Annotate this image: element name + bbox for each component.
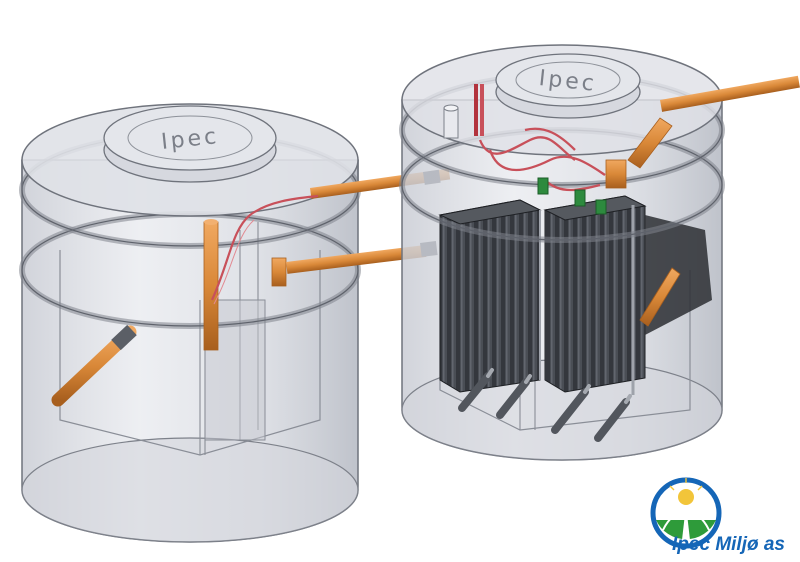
- logo-text: Ipec Miljø as: [672, 534, 785, 555]
- valve-3: [595, 199, 607, 215]
- valve-2: [574, 189, 586, 207]
- left-air-hose: [210, 194, 319, 301]
- valve-1: [537, 177, 549, 195]
- right-air-hoses: [478, 127, 606, 192]
- left-tank: Ipec: [19, 103, 361, 543]
- lower-connection-pipe: [286, 244, 427, 274]
- left-tank-bottom: [21, 437, 359, 543]
- right-tank-pipes: [478, 75, 800, 327]
- left-tank-lid-label: Ipec: [160, 124, 220, 155]
- outlet-pipe: [659, 75, 800, 112]
- left-riser-pipe: [203, 221, 219, 351]
- outlet-elbow: [627, 117, 673, 169]
- aerator-rods: [458, 368, 632, 442]
- right-tank-top-assembly: Ipec: [399, 44, 725, 243]
- vent-cylinder: [443, 107, 459, 139]
- ipec-logo: Ipec Miljø as: [650, 477, 785, 555]
- filter-block-right: [544, 195, 646, 393]
- right-tank-lid-label: Ipec: [538, 66, 598, 97]
